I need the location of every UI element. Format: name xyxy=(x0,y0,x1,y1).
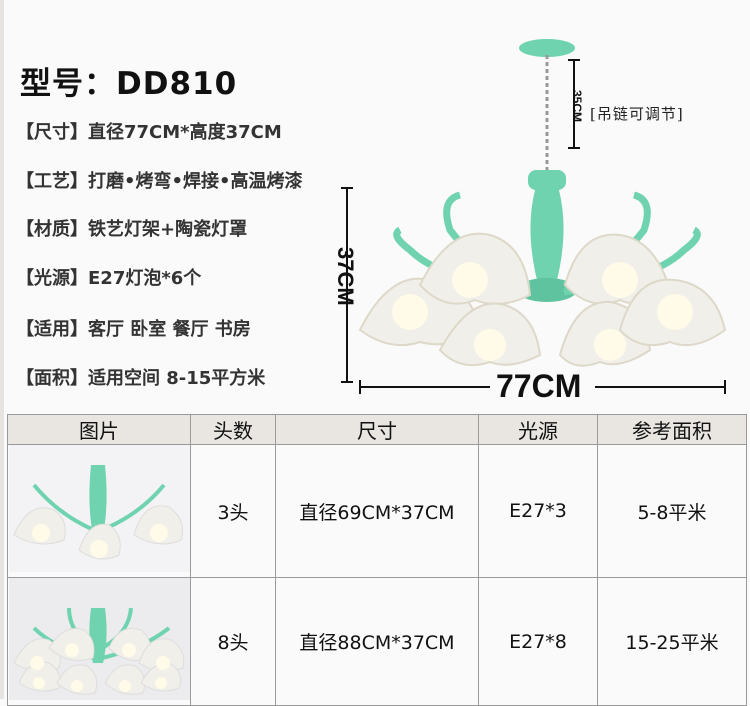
light-cell: E27*8 xyxy=(478,577,598,706)
model-title: 型号：DD810 xyxy=(20,66,238,102)
spec-size: 【尺寸】直径77CM*高度37CM xyxy=(16,122,282,143)
chain-length-label: 35CM xyxy=(570,90,584,123)
spec-usage: 【适用】客厅 卧室 餐厅 书房 xyxy=(16,319,251,340)
header-size: 尺寸 xyxy=(275,414,479,445)
spec-material: 【材质】铁艺灯架+陶瓷灯罩 xyxy=(16,219,248,240)
width-label: 77CM xyxy=(496,368,582,404)
chandelier-8-thumbnail xyxy=(8,578,190,700)
left-border xyxy=(0,0,4,699)
header-light: 光源 xyxy=(478,414,598,445)
height-label: 37CM xyxy=(333,247,358,306)
chandelier-image xyxy=(341,39,727,394)
table-header-row: 图片 头数 尺寸 光源 参考面积 xyxy=(7,414,747,445)
size-cell: 直径88CM*37CM xyxy=(275,577,479,706)
spec-area: 【面积】适用空间 8-15平方米 xyxy=(16,368,266,389)
table-row: 3头 直径69CM*37CM E27*3 5-8平米 xyxy=(7,444,747,578)
light-cell: E27*3 xyxy=(478,444,598,578)
heads-cell: 8头 xyxy=(190,577,276,706)
chain-adjustable-note: [吊链可调节] xyxy=(590,105,684,123)
spec-craft: 【工艺】打磨•烤弯•焊接•高温烤漆 xyxy=(16,171,303,192)
variant-image-8 xyxy=(7,577,191,706)
variant-table: 图片 头数 尺寸 光源 参考面积 3头 直径69CM*37CM E27*3 5-… xyxy=(7,414,747,706)
area-cell: 5-8平米 xyxy=(597,444,747,578)
header-image: 图片 xyxy=(7,414,191,445)
variant-image-3 xyxy=(7,444,191,578)
spec-light: 【光源】E27灯泡*6个 xyxy=(16,268,202,289)
heads-cell: 3头 xyxy=(190,444,276,578)
table-row: 8头 直径88CM*37CM E27*8 15-25平米 xyxy=(7,577,747,706)
header-area: 参考面积 xyxy=(597,414,747,445)
header-heads: 头数 xyxy=(190,414,276,445)
size-cell: 直径69CM*37CM xyxy=(275,444,479,578)
area-cell: 15-25平米 xyxy=(597,577,747,706)
chandelier-3-thumbnail xyxy=(8,445,190,572)
